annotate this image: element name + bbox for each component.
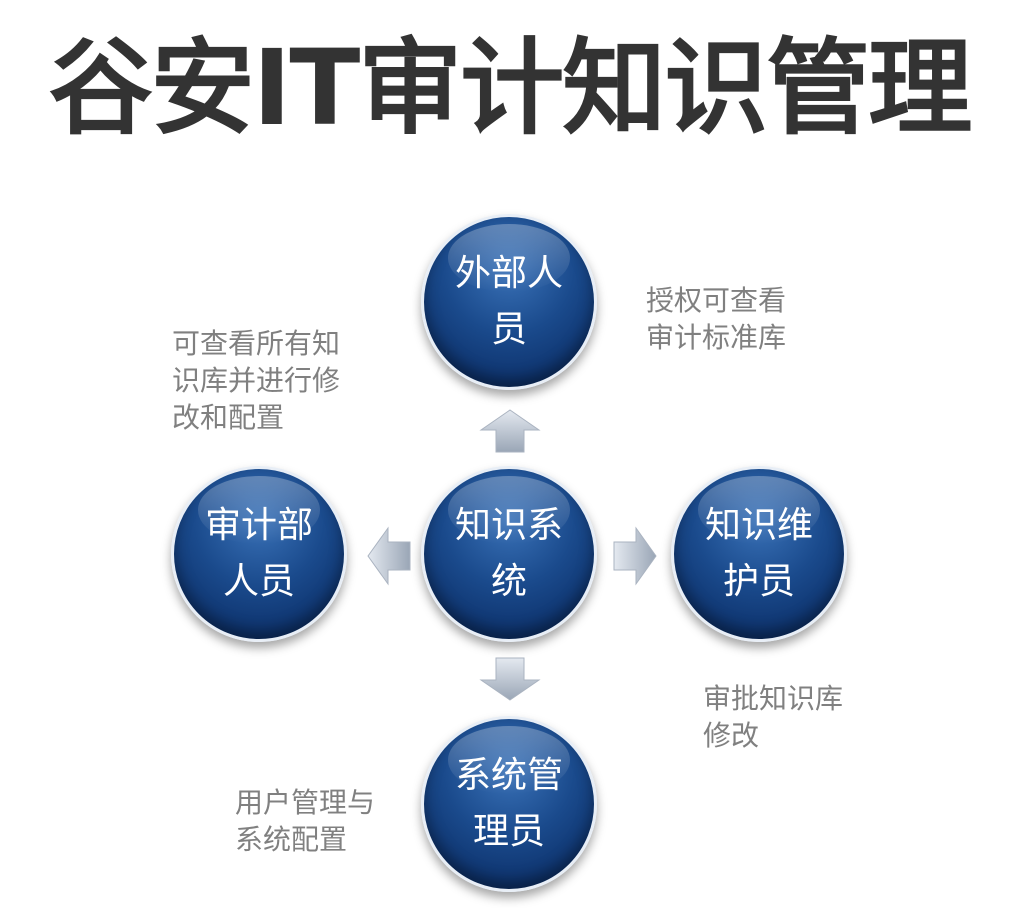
note-external-staff: 授权可查看审计标准库 bbox=[646, 284, 787, 354]
node-external-staff: 外部人员 bbox=[421, 214, 597, 390]
node-system-admin-label: 系统管理员 bbox=[454, 755, 563, 852]
note-audit-staff: 可查看所有知识库并进行修改和配置 bbox=[172, 327, 341, 434]
node-knowledge-system-label: 知识系统 bbox=[454, 505, 563, 602]
note-system-admin: 用户管理与系统配置 bbox=[235, 786, 376, 856]
node-knowledge-system: 知识系统 bbox=[421, 466, 597, 642]
node-audit-staff-label: 审计部人员 bbox=[204, 505, 313, 602]
node-audit-staff: 审计部人员 bbox=[171, 466, 347, 642]
node-knowledge-maintainer-label: 知识维护员 bbox=[704, 505, 813, 602]
diagram-title: 谷安IT审计知识管理 bbox=[48, 27, 973, 149]
node-external-staff-label: 外部人员 bbox=[454, 253, 563, 350]
arrow-up-icon bbox=[479, 409, 541, 453]
note-knowledge-maintainer: 审批知识库修改 bbox=[703, 682, 844, 752]
arrow-down-icon bbox=[479, 657, 541, 701]
node-system-admin: 系统管理员 bbox=[421, 716, 597, 892]
arrow-right-icon bbox=[613, 526, 657, 586]
node-knowledge-maintainer: 知识维护员 bbox=[671, 466, 847, 642]
arrow-left-icon bbox=[367, 526, 411, 586]
